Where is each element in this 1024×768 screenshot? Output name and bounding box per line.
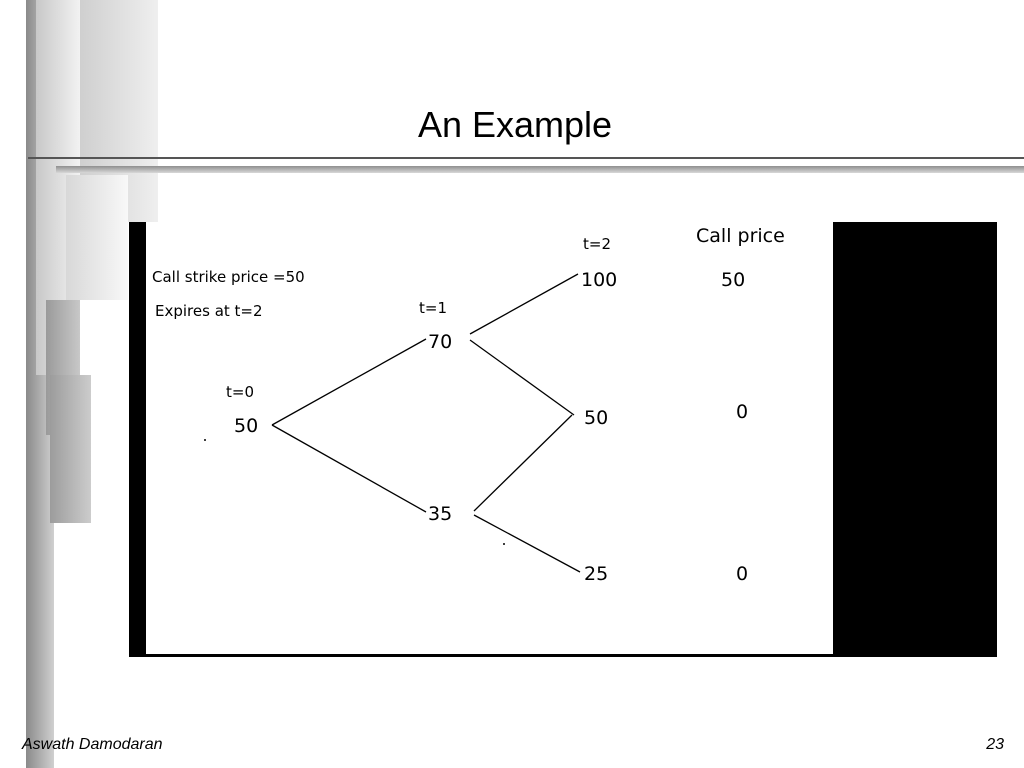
expiry-label: Expires at t=2 <box>155 302 263 320</box>
node-t2-down: 25 <box>584 563 609 585</box>
branch-0-down <box>271 424 427 513</box>
slide-title: An Example <box>417 104 613 145</box>
branch-1down-down <box>473 514 581 573</box>
call-price-mid: 0 <box>736 401 749 423</box>
strike-label: Call strike price =50 <box>152 268 305 286</box>
decor-bar <box>50 375 91 523</box>
time-label-t1: t=1 <box>419 299 447 317</box>
call-price-down: 0 <box>736 563 749 585</box>
node-t0: 50 <box>234 415 259 437</box>
call-price-up: 50 <box>721 269 746 291</box>
binomial-tree-figure: Call strike price =50 Expires at t=2 t=0… <box>129 222 997 657</box>
title-rule-shadow <box>56 166 1024 173</box>
decor-bar <box>66 175 128 300</box>
node-t1-down: 35 <box>428 503 453 525</box>
time-label-t2: t=2 <box>583 235 611 253</box>
stray-dot <box>503 543 505 545</box>
stray-dot <box>204 439 206 441</box>
call-price-header: Call price <box>696 225 785 247</box>
branch-1up-down <box>469 339 575 416</box>
node-t1-up: 70 <box>428 331 453 353</box>
node-t2-mid: 50 <box>584 407 609 429</box>
branch-1down-up <box>473 414 573 512</box>
title-rule <box>28 157 1024 159</box>
footer-author: Aswath Damodaran <box>22 736 163 753</box>
time-label-t0: t=0 <box>226 383 254 401</box>
tree-branches <box>204 273 581 573</box>
node-t2-up: 100 <box>581 269 618 291</box>
branch-0-up <box>271 338 427 426</box>
figure-canvas: Call strike price =50 Expires at t=2 t=0… <box>146 222 833 654</box>
branch-1up-up <box>469 273 579 335</box>
page-number: 23 <box>986 736 1004 753</box>
